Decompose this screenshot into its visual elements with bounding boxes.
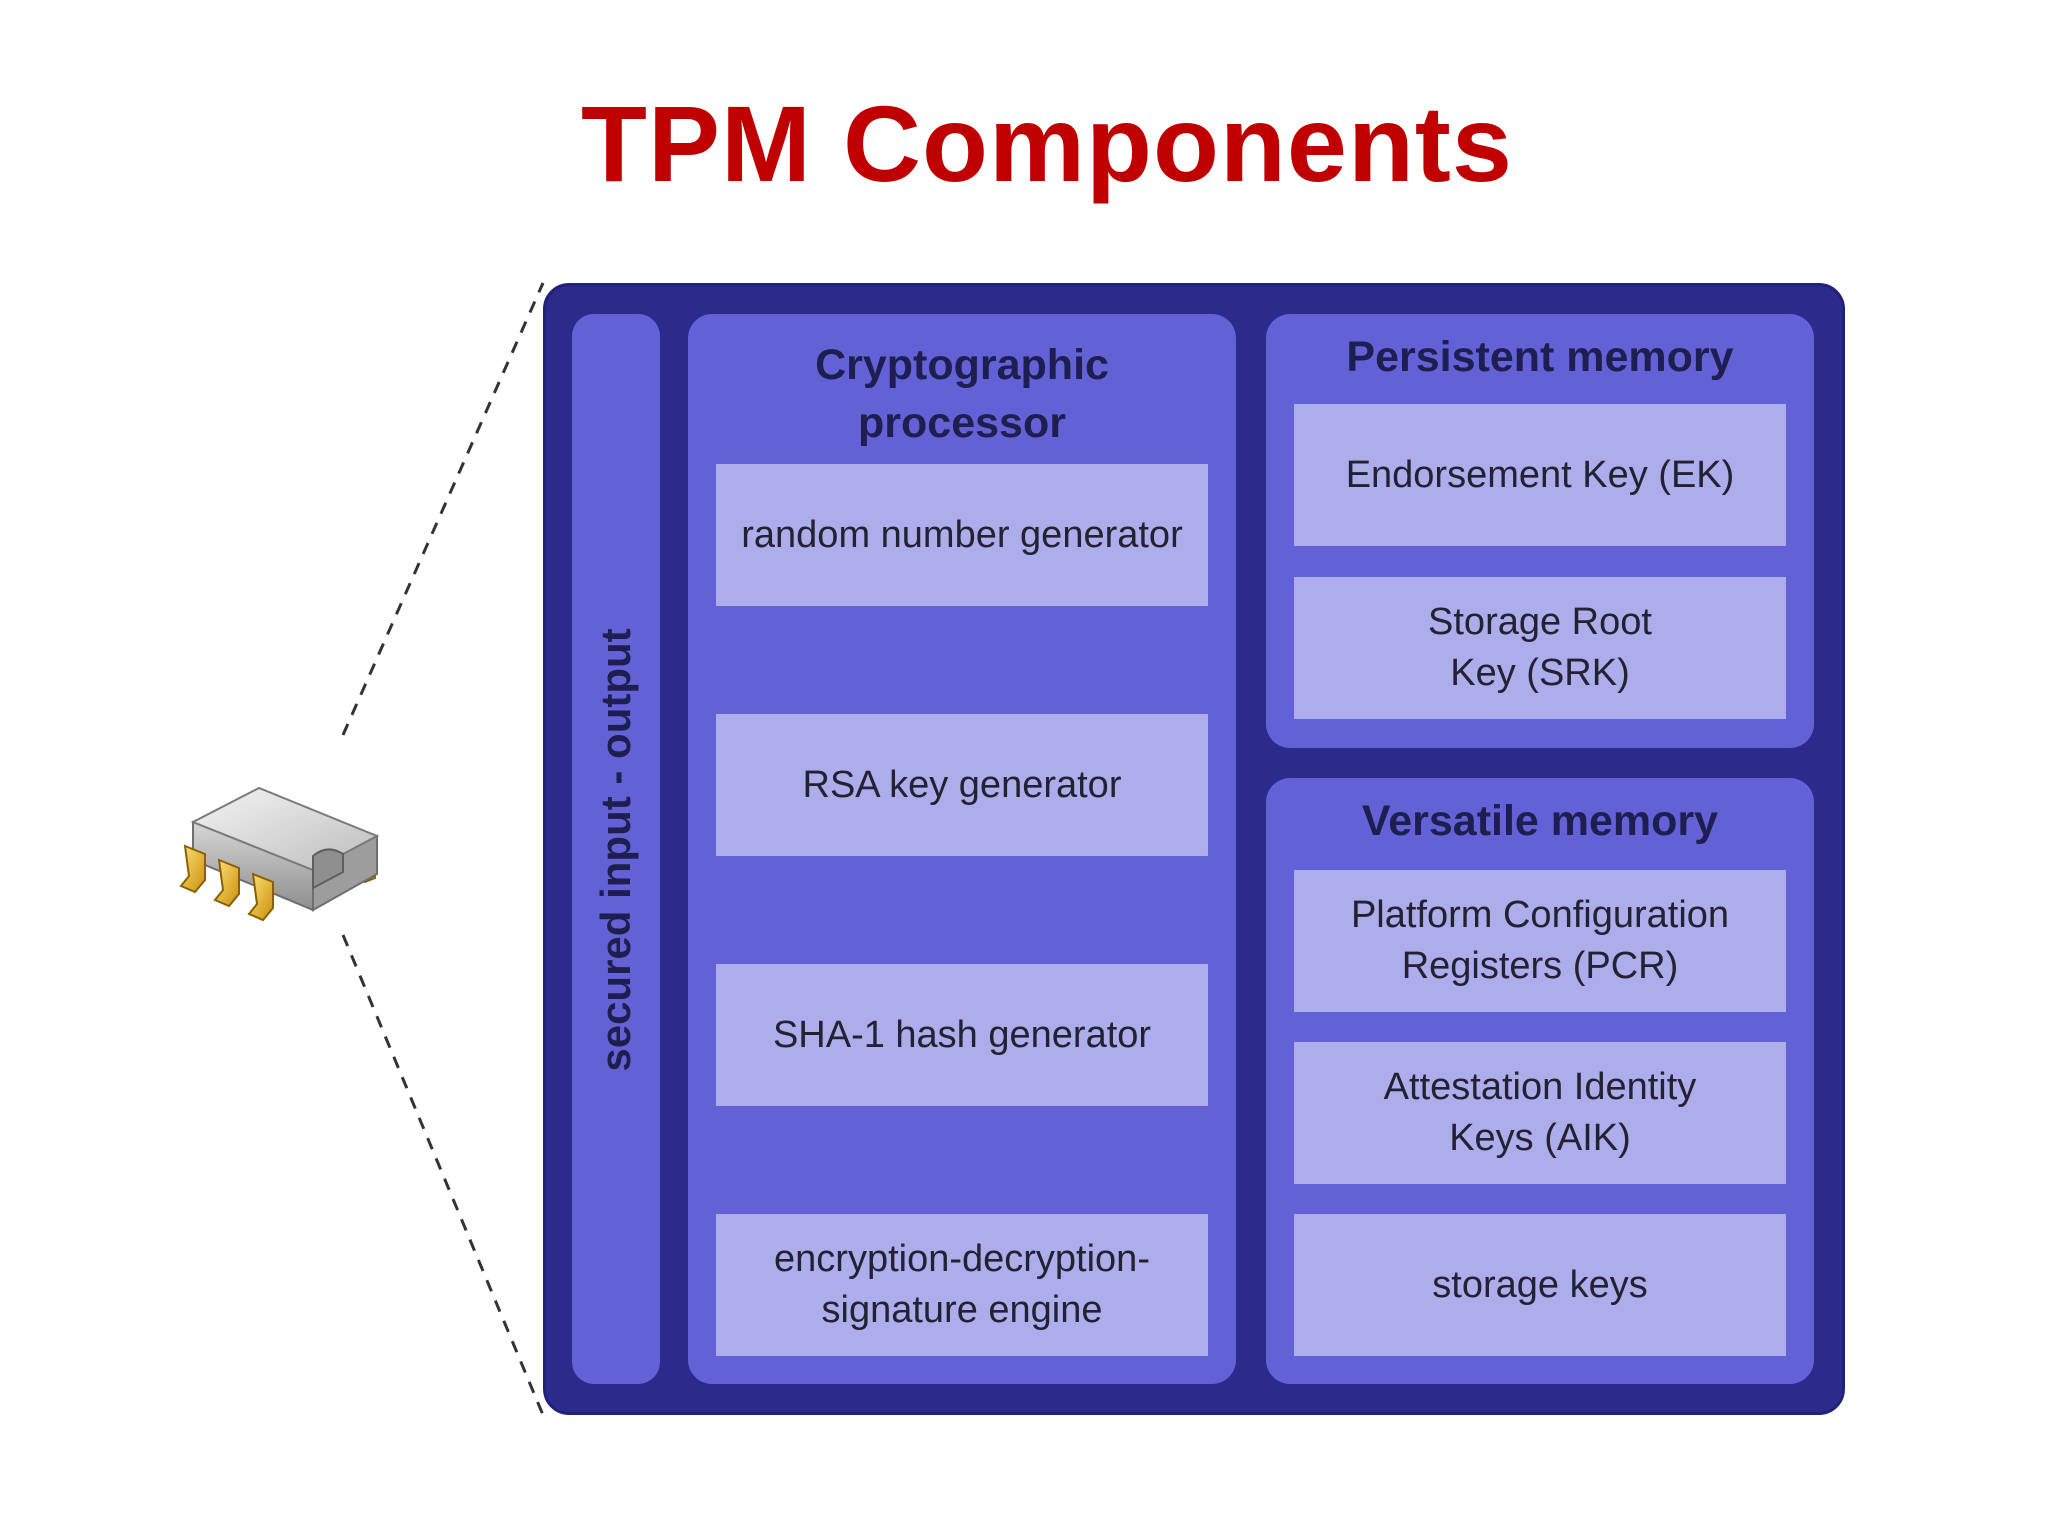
lower-connector-line	[341, 934, 545, 1416]
attestation-identity-keys-box: Attestation Identity Keys (AIK)	[1294, 1042, 1786, 1184]
encryption-decryption-signature-engine-box: encryption-decryption-signature engine	[716, 1214, 1208, 1356]
cryptographic-processor-title: Cryptographic processor	[815, 341, 1109, 447]
storage-root-key-box: Storage Root Key (SRK)	[1294, 577, 1786, 719]
endorsement-key-box: Endorsement Key (EK)	[1294, 404, 1786, 546]
persistent-memory-panel: Persistent memory Endorsement Key (EK) S…	[1266, 314, 1814, 748]
rsa-key-generator-box: RSA key generator	[716, 714, 1208, 856]
secured-io-label: secured input - output	[592, 628, 639, 1072]
storage-keys-box: storage keys	[1294, 1214, 1786, 1356]
microchip-icon	[179, 786, 380, 922]
platform-configuration-registers-box: Platform Configuration Registers (PCR)	[1294, 870, 1786, 1012]
page-title: TPM Components	[581, 83, 1513, 204]
secured-io-column	[572, 314, 660, 1384]
sha1-hash-generator-box: SHA-1 hash generator	[716, 964, 1208, 1106]
random-number-generator-box: random number generator	[716, 464, 1208, 606]
versatile-memory-panel: Versatile memory Platform Configuration …	[1266, 778, 1814, 1384]
persistent-memory-title: Persistent memory	[1346, 333, 1734, 381]
cryptographic-processor-panel: Cryptographic processor random number ge…	[688, 314, 1236, 1384]
versatile-memory-title: Versatile memory	[1361, 797, 1719, 845]
upper-connector-line	[341, 282, 545, 736]
